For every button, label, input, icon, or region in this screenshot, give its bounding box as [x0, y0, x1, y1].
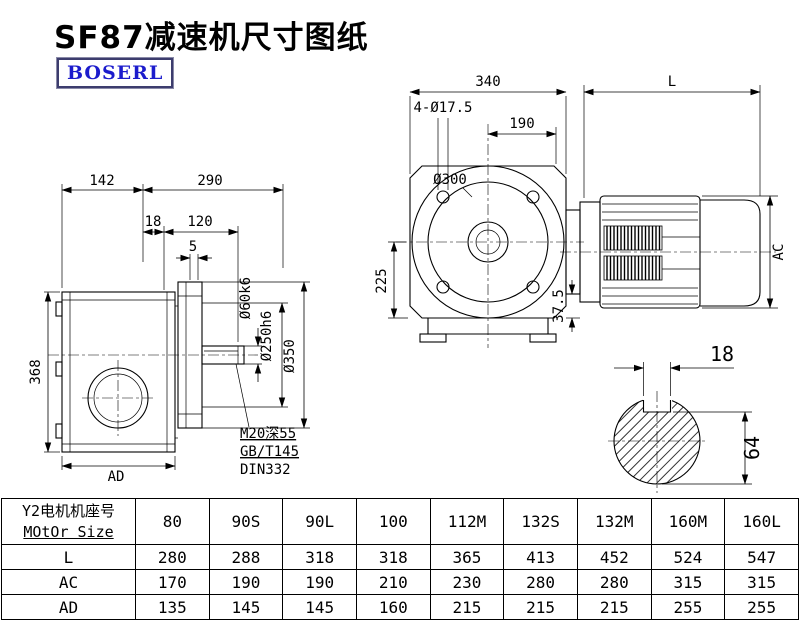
- bolt-holes: [436, 190, 540, 294]
- dim-AC-label: AC: [771, 244, 787, 261]
- size-col-header: 132S: [503, 498, 578, 545]
- dim-18-label: 18: [145, 214, 162, 230]
- size-col-header: 160M: [650, 498, 726, 545]
- table-cell: 210: [355, 569, 431, 595]
- table-cell: 280: [503, 569, 578, 595]
- dim-37-5-label: 37.5: [551, 289, 567, 323]
- table-cell: 160: [355, 594, 431, 620]
- table-cell: 318: [355, 544, 431, 570]
- table-cell: 413: [503, 544, 578, 570]
- table-header-motor-size: Y2电机机座号 MOtOr Size: [1, 498, 136, 545]
- size-col-header: 90S: [208, 498, 284, 545]
- header-line1: Y2电机机座号: [21, 501, 116, 520]
- motor-fins: [602, 203, 698, 305]
- table-cell: 190: [282, 569, 357, 595]
- table-cell: 365: [429, 544, 505, 570]
- dim-120-label: 120: [187, 214, 212, 230]
- table-cell: 315: [650, 569, 726, 595]
- technical-drawing: 142 290 18 120 5 368 AD Ø60k6 Ø250h6: [28, 74, 787, 493]
- boserl-logo: BOSERL: [55, 57, 175, 89]
- header-line2: MOtOr Size: [23, 522, 114, 541]
- table-header-row: Y2电机机座号 MOtOr Size 80 90S 90L 100 112M 1…: [1, 498, 799, 545]
- foot-pad: [529, 333, 557, 343]
- table-cell: 215: [576, 594, 652, 620]
- size-col-header: 112M: [429, 498, 505, 545]
- table-cell: 170: [135, 569, 210, 595]
- dim-368-label: 368: [28, 359, 44, 384]
- dim-L-label: L: [668, 74, 676, 90]
- note-din-standard-label: DIN332: [240, 462, 291, 478]
- stator-winding: [603, 255, 663, 281]
- table-cell: 452: [576, 544, 652, 570]
- table-cell: 215: [429, 594, 505, 620]
- dim-5-label: 5: [189, 239, 197, 255]
- dim-142-label: 142: [89, 173, 114, 189]
- motor-size-table: Y2电机机座号 MOtOr Size 80 90S 90L 100 112M 1…: [1, 498, 799, 620]
- dim-key-18-label: 18: [710, 342, 734, 366]
- input-bore: [467, 221, 509, 263]
- table-cell: 145: [208, 594, 284, 620]
- table-cell: 318: [282, 544, 357, 570]
- note-thread-label: M20深55: [240, 426, 296, 442]
- fan-cover: [700, 199, 761, 307]
- dim-dia350-label: Ø350: [282, 339, 298, 373]
- table-cell: 280: [135, 544, 210, 570]
- size-col-header: 160L: [724, 498, 799, 545]
- row-label-AD: AD: [1, 594, 136, 620]
- table-cell: 230: [429, 569, 505, 595]
- dim-dia300-label: Ø300: [433, 172, 467, 188]
- table-cell: 315: [724, 569, 799, 595]
- table-cell: 135: [135, 594, 210, 620]
- shaft-section-view: 18 64: [608, 342, 764, 493]
- table-cell: 255: [724, 594, 799, 620]
- flange-plate: [409, 165, 567, 319]
- table-cell: 255: [650, 594, 726, 620]
- table-cell: 288: [208, 544, 284, 570]
- dim-225-label: 225: [374, 268, 390, 293]
- stator-winding: [603, 225, 663, 251]
- size-col-header: 100: [355, 498, 431, 545]
- table-row-L: L 280 288 318 318 365 413 452 524 547: [1, 544, 799, 570]
- dim-340-label: 340: [475, 74, 500, 90]
- dim-290-label: 290: [197, 173, 222, 189]
- front-view: 340 L 4-Ø17.5 190 Ø300 225 37.5 AC: [374, 74, 787, 348]
- table-cell: 215: [503, 594, 578, 620]
- page-title: SF87减速机尺寸图纸: [54, 20, 369, 56]
- table-row-AD: AD 135 145 145 160 215 215 215 255 255: [1, 594, 799, 620]
- table-cell: 145: [282, 594, 357, 620]
- size-col-header: 80: [135, 498, 210, 545]
- table-cell: 547: [724, 544, 799, 570]
- foot-pad: [419, 333, 447, 343]
- table-row-AC: AC 170 190 190 210 230 280 280 315 315: [1, 569, 799, 595]
- note-gb-standard-label: GB/T145: [240, 444, 299, 460]
- side-view: 142 290 18 120 5 368 AD Ø60k6 Ø250h6: [28, 173, 310, 485]
- table-cell: 280: [576, 569, 652, 595]
- logo-text: BOSERL: [67, 62, 164, 84]
- table-cell: 524: [650, 544, 726, 570]
- dim-dia60-label: Ø60k6: [238, 277, 254, 319]
- dim-bolt-holes-label: 4-Ø17.5: [413, 100, 472, 116]
- dim-key-64-label: 64: [740, 436, 764, 460]
- size-col-header: 132M: [576, 498, 652, 545]
- table-cell: 190: [208, 569, 284, 595]
- dim-AD-label: AD: [108, 469, 125, 485]
- row-label-AC: AC: [1, 569, 136, 595]
- dim-190-label: 190: [509, 116, 534, 132]
- row-label-L: L: [1, 544, 136, 570]
- dim-dia250-label: Ø250h6: [259, 311, 275, 362]
- size-col-header: 90L: [282, 498, 357, 545]
